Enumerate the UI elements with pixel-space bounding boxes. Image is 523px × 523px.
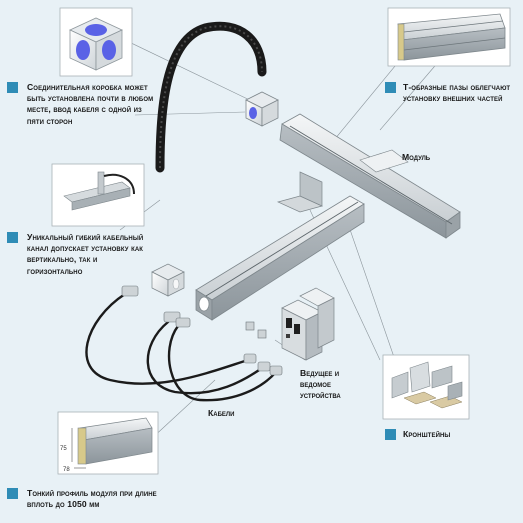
- side-cube: [151, 263, 185, 297]
- brackets-inset: [382, 354, 470, 420]
- callout-brackets-text: Кронштейны: [403, 429, 451, 439]
- callout-junction-box: Соединительная коробка может быть устано…: [7, 82, 159, 127]
- label-cables: Кабели: [208, 408, 235, 418]
- cable-channel-inset: [51, 163, 145, 227]
- callout-t-slots-text: Т-образные пазы облегчают установку внеш…: [403, 82, 511, 104]
- label-drives: Ведущее и ведомое устройства: [300, 368, 341, 400]
- dimension-height: 75: [60, 446, 67, 452]
- callout-thin-profile: Тонкий профиль модуля при длине вплоть д…: [7, 488, 177, 510]
- cable-connectors: [121, 285, 283, 376]
- drive-units: [281, 287, 335, 361]
- callout-junction-box-text: Соединительная коробка может быть устано…: [27, 82, 154, 126]
- module-rail: [279, 113, 461, 239]
- accent-square-icon: [7, 82, 18, 93]
- label-module: Модуль: [402, 152, 431, 162]
- callout-cable-channel: Уникальный гибкий кабельный канал допуск…: [7, 232, 149, 277]
- callout-t-slots: Т-образные пазы облегчают установку внеш…: [385, 82, 517, 104]
- accent-square-icon: [385, 82, 396, 93]
- accent-square-icon: [385, 429, 396, 440]
- accent-square-icon: [7, 232, 18, 243]
- bracket-l: [276, 171, 324, 213]
- cable-carrier: [155, 21, 267, 173]
- junction-box-inset: [59, 7, 133, 77]
- t-slot-inset: [387, 7, 511, 67]
- callout-cable-channel-text: Уникальный гибкий кабельный канал допуск…: [27, 232, 144, 276]
- lower-rail: [195, 195, 365, 321]
- accent-square-icon: [7, 488, 18, 499]
- thin-profile-inset: [57, 411, 159, 475]
- dimension-width: 78: [63, 467, 70, 473]
- junction-cube: [245, 91, 279, 127]
- callout-thin-profile-text: Тонкий профиль модуля при длине вплоть д…: [27, 488, 157, 510]
- callout-brackets: Кронштейны: [385, 429, 517, 440]
- cables: [85, 292, 278, 402]
